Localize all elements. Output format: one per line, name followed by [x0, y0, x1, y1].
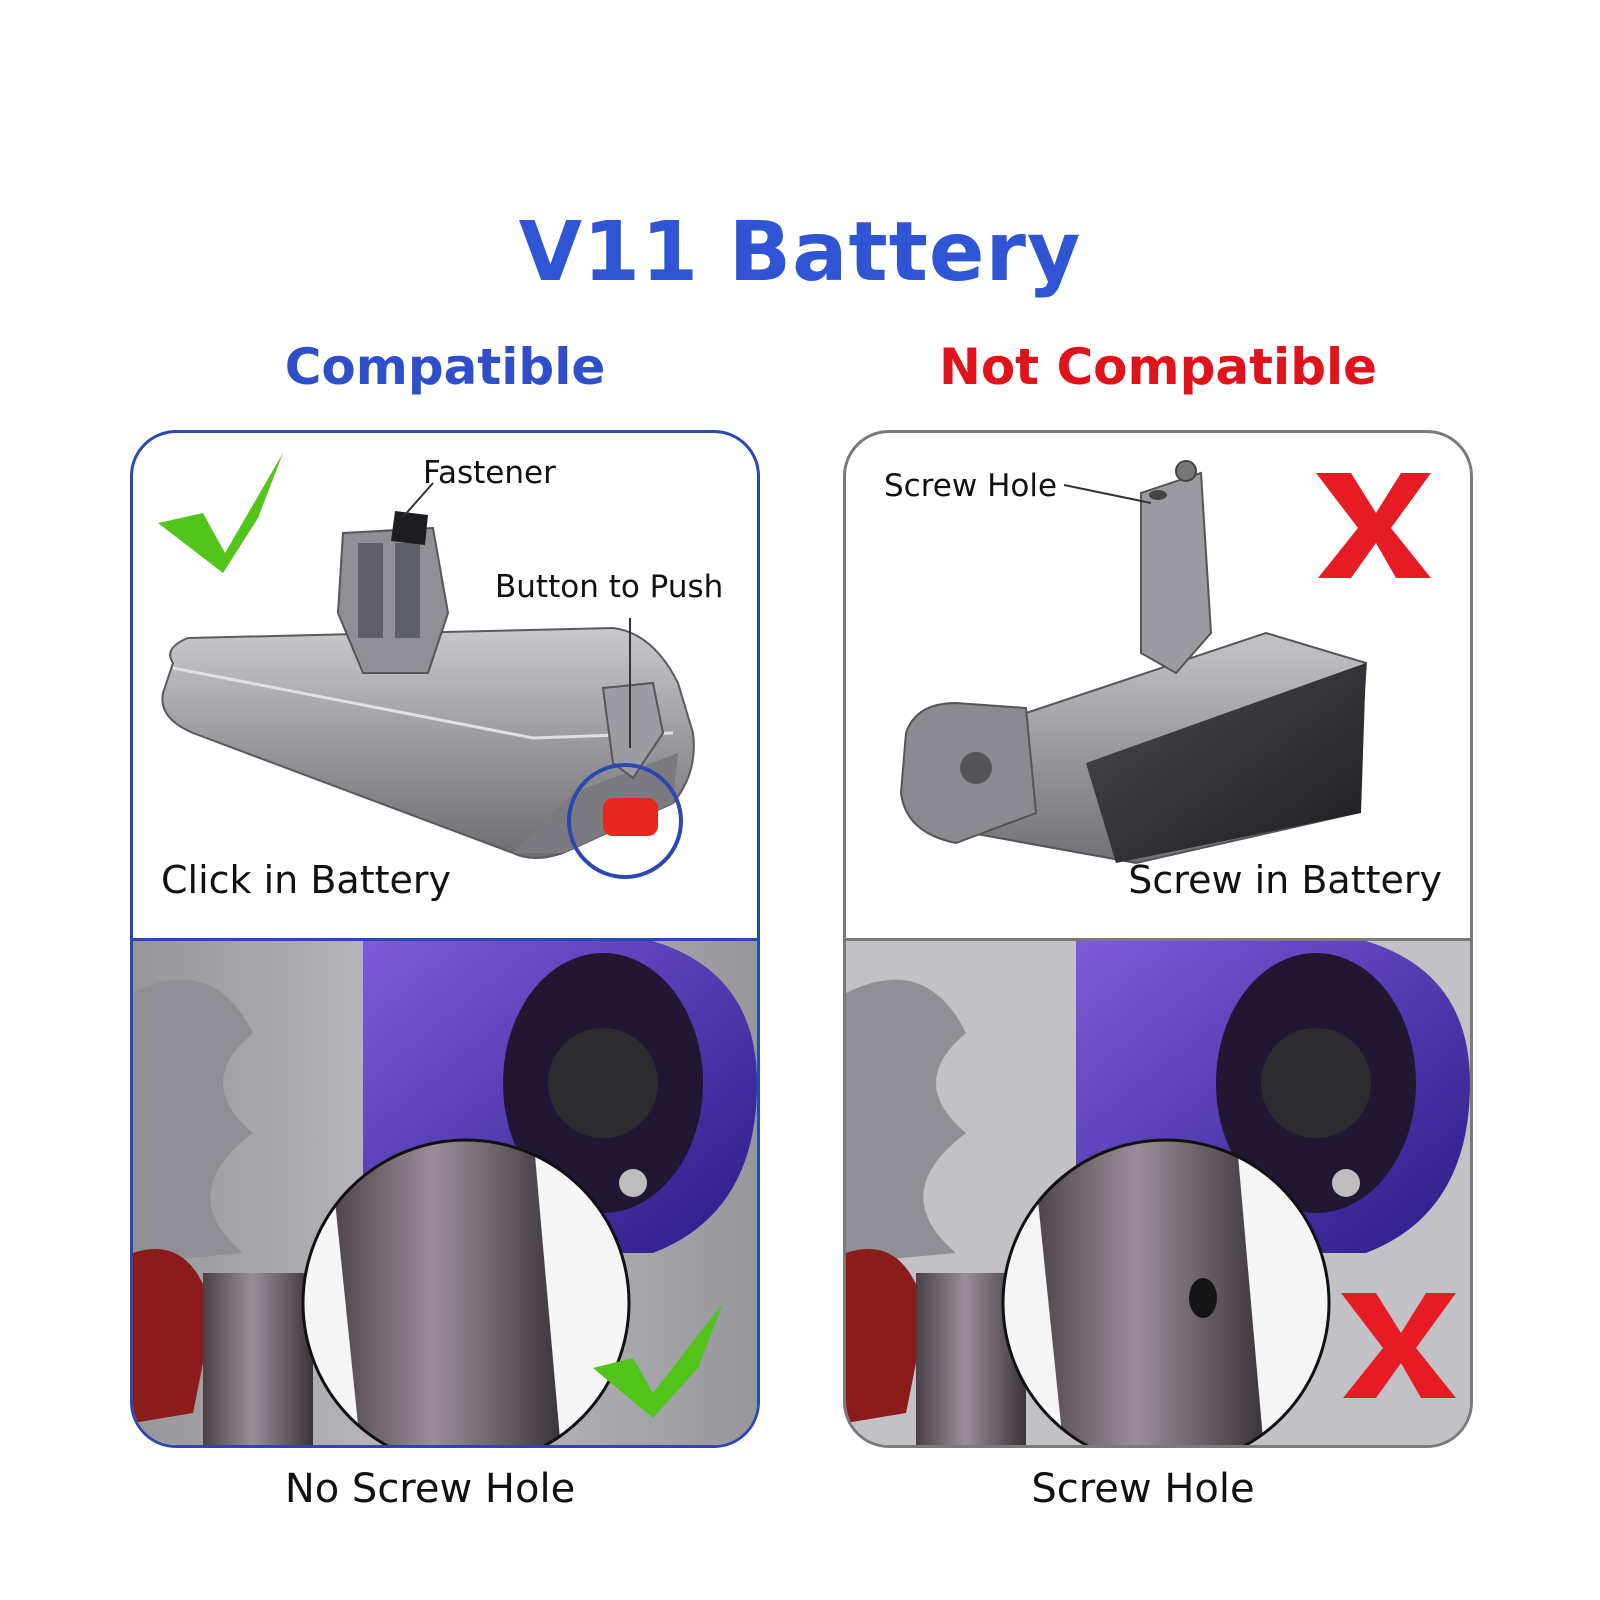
button-to-push-label: Button to Push	[495, 569, 724, 605]
screw-hole-dot	[1149, 490, 1167, 500]
compatible-art	[133, 453, 757, 1445]
no-screw-hole-caption: No Screw Hole	[284, 1466, 576, 1512]
compatible-heading: Compatible	[284, 338, 606, 396]
cross-icon	[1341, 1293, 1456, 1398]
screw-in-battery-caption: Screw in Battery	[1128, 858, 1442, 902]
check-icon	[593, 1303, 723, 1418]
not-compatible-divider	[846, 938, 1470, 941]
not-compatible-art	[846, 460, 1470, 1445]
screw-hole-label: Screw Hole	[884, 468, 1058, 504]
screw-in-battery-image	[899, 460, 1368, 865]
button-highlight-circle	[567, 763, 683, 879]
fastener-label: Fastener	[423, 455, 556, 491]
not-compatible-heading: Not Compatible	[938, 338, 1378, 396]
check-icon	[158, 453, 283, 573]
screw-hole-photo	[846, 941, 1470, 1445]
compatible-panel: Fastener Button to Push Click in Battery	[130, 430, 760, 1448]
page-title: V11 Battery	[518, 205, 1082, 300]
cross-icon	[1316, 473, 1431, 578]
click-in-battery-image	[161, 482, 695, 879]
compatible-divider	[133, 938, 757, 941]
click-in-battery-caption: Click in Battery	[161, 858, 451, 902]
no-screw-hole-photo	[133, 941, 757, 1445]
not-compatible-panel: Screw Hole Screw in Battery	[843, 430, 1473, 1448]
screw-hole-icon	[1189, 1278, 1217, 1318]
screw-hole-caption: Screw Hole	[1031, 1466, 1255, 1512]
release-button-icon	[603, 798, 658, 836]
